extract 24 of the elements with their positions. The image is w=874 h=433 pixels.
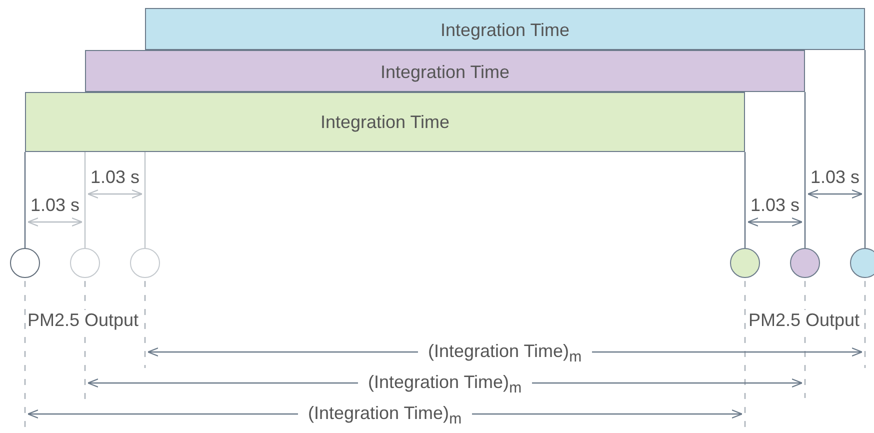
output-circle [790, 248, 820, 278]
time-bar [85, 50, 805, 92]
connector-line [744, 152, 746, 248]
output-label: PM2.5 Output [26, 310, 141, 330]
connector-line [144, 152, 146, 248]
output-circle [70, 248, 100, 278]
dimension-label: 1.03 s [810, 167, 861, 187]
bar-label: Integration Time [379, 62, 511, 83]
dimension-label: 1.03 s [750, 195, 801, 215]
bar-label: Integration Time [439, 20, 571, 41]
dimension-label: 1.03 s [30, 195, 81, 215]
output-circle [730, 248, 760, 278]
time-bar [145, 8, 865, 50]
output-circle [130, 248, 160, 278]
output-circle [10, 248, 40, 278]
dimension-label: 1.03 s [90, 167, 141, 187]
output-circle [850, 248, 874, 278]
connector-line [84, 152, 86, 248]
connector-line [804, 92, 806, 248]
time-bar [25, 92, 745, 152]
output-label: PM2.5 Output [746, 310, 862, 330]
bar-label: Integration Time [319, 112, 451, 133]
connector-line [24, 152, 26, 248]
connector-line [864, 50, 866, 248]
